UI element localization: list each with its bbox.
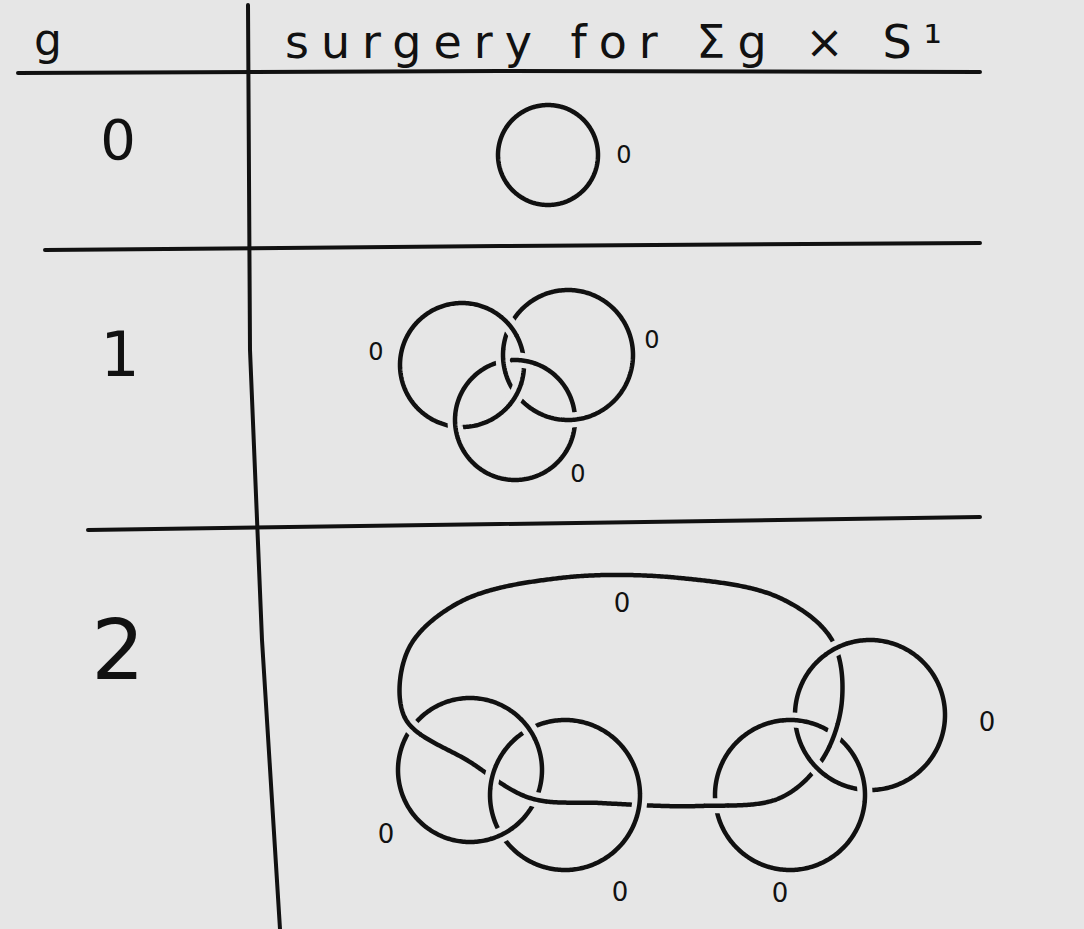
crossing-gap [637,794,640,816]
over-strand [809,759,825,775]
crossing-gap [705,798,727,813]
column-header: g [34,18,62,62]
crossing-gap [826,644,846,654]
surgery-coefficient: 0 [772,880,789,906]
over-strand [522,720,535,738]
row-rule [45,243,980,250]
column-header: surgery for Σg × S¹ [285,19,954,65]
link-component [455,360,575,480]
link-component [400,303,524,427]
crossing-gap [863,779,865,801]
over-strand [564,417,586,420]
over-strand [784,720,806,722]
crossing-gap [809,759,825,775]
crossing-gap [490,767,495,789]
over-strand [826,644,846,654]
crossing-gap [491,829,511,839]
crossing-gap [784,720,806,722]
genus-number: 0 [100,112,136,168]
surgery-link [398,105,945,870]
surgery-coefficient: 0 [368,340,383,364]
surgery-coefficient: 0 [612,879,629,905]
surgery-coefficient: 0 [378,821,395,847]
over-strand [503,350,505,372]
over-strand [510,384,521,404]
over-strand [705,803,727,808]
over-strand [491,829,511,839]
surgery-coefficient: 0 [644,328,659,352]
over-strand [512,360,534,363]
over-strand [455,416,458,438]
crossing-gap [522,720,535,738]
surgery-coefficient: 0 [614,590,631,616]
over-strand [502,318,516,335]
genus-number: 1 [100,324,139,386]
crossing-gap [510,384,521,404]
over-strand [524,796,546,801]
surgery-coefficient: 0 [616,143,631,167]
crossing-gap [512,360,534,363]
row-rule [88,517,980,530]
genus-number: 2 [91,608,144,692]
surgery-coefficient: 0 [979,709,996,735]
over-strand [863,779,865,801]
link-component [498,105,598,205]
over-strand [490,767,495,789]
crossing-gap [502,318,516,335]
crossing-gap [455,416,458,438]
header-rule [18,71,980,73]
link-component [503,290,633,420]
over-strand [637,794,640,816]
column-rule [248,5,280,929]
link-component [490,720,640,870]
surgery-coefficient: 0 [570,462,585,486]
link-component [795,640,945,790]
crossing-gap [503,350,505,372]
crossing-gap [524,796,546,801]
link-component [400,575,843,806]
crossing-gap [405,718,420,734]
over-strand [405,718,420,734]
crossing-gap [830,724,838,745]
crossing-gap [564,417,586,420]
link-component [398,698,542,842]
over-strand [830,724,838,745]
table-grid [18,5,980,929]
